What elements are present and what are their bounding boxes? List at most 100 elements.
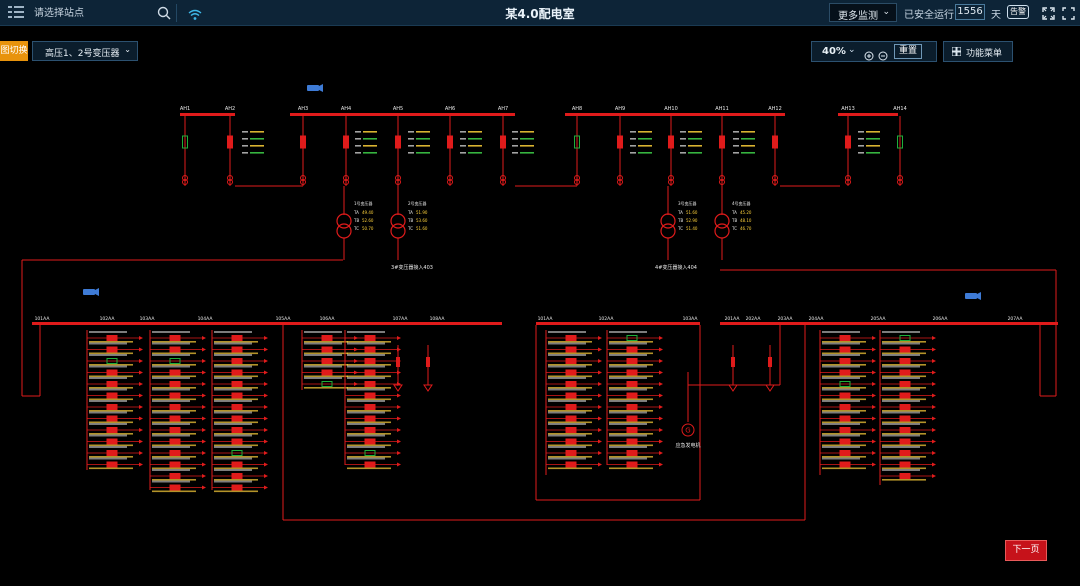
feeder-reading	[304, 352, 348, 355]
feeder-reading	[822, 433, 866, 435]
arrow-icon	[139, 370, 143, 375]
feeder-name	[822, 331, 860, 333]
bus-label-3: 3#变压器接入403	[391, 264, 433, 271]
feeder-breaker	[364, 381, 376, 387]
fullscreen-icon[interactable]	[1062, 5, 1075, 20]
feeder-breaker	[364, 415, 376, 422]
chevron-down-icon[interactable]: ⌄	[848, 45, 856, 55]
top-cabinet-label: AH10	[664, 106, 678, 112]
generator-symbol[interactable]: G	[681, 423, 695, 437]
arrow-icon	[202, 370, 206, 375]
feeder-reading	[882, 456, 926, 458]
arrow-icon	[397, 451, 401, 455]
feeder-breaker	[231, 358, 243, 364]
feeder-name	[609, 423, 647, 425]
reading-value	[468, 152, 482, 154]
feeder-breaker	[565, 358, 577, 364]
reading-label	[355, 138, 361, 140]
feeder-name	[152, 457, 190, 460]
view-switch-button[interactable]: 图切换	[0, 41, 28, 61]
feeder-name	[214, 400, 252, 402]
arrow-icon	[202, 474, 206, 478]
feeder-breaker	[626, 404, 638, 410]
ct-symbol	[845, 175, 851, 181]
feeder-reading	[548, 352, 592, 355]
feeder-breaker	[321, 358, 333, 364]
menu-icon[interactable]	[8, 5, 24, 19]
ct-symbol	[182, 179, 188, 185]
feeder-reading	[822, 352, 866, 355]
feeder-breaker	[565, 381, 577, 387]
arrow-icon	[932, 462, 936, 467]
hv-busbar-left	[180, 113, 235, 116]
reading-label	[242, 145, 248, 147]
menu-grid-icon	[951, 46, 962, 57]
reading-label	[408, 138, 414, 140]
feeder-name	[347, 377, 385, 379]
load-breaker	[426, 357, 430, 367]
feeder-breaker	[626, 427, 638, 433]
feeder-reading	[822, 421, 866, 424]
feeder-name	[822, 446, 860, 448]
ct-symbol	[182, 175, 188, 181]
feeder-breaker	[364, 427, 376, 433]
feeder-name	[822, 411, 860, 414]
expand-icon[interactable]	[1042, 5, 1055, 20]
feeder-name	[89, 377, 127, 379]
transformer-tb-label: TB	[353, 218, 359, 223]
feeder-name	[152, 400, 190, 402]
next-page-button[interactable]: 下一页	[1005, 540, 1047, 561]
arrow-icon	[932, 405, 936, 409]
site-search-input[interactable]	[34, 5, 156, 21]
lv-busbar-1	[32, 322, 502, 325]
svg-text:G: G	[685, 427, 690, 435]
ct-symbol	[300, 179, 306, 185]
feeder-breaker	[364, 404, 376, 410]
feeder-reading	[214, 456, 258, 458]
search-icon[interactable]	[157, 5, 171, 20]
feeder-name	[89, 331, 127, 333]
feeder-reading	[152, 444, 196, 447]
transformer-tb-label: TB	[677, 218, 683, 223]
reading-label	[512, 145, 518, 147]
alarm-button[interactable]: 告警	[1007, 5, 1029, 19]
zoom-out-icon[interactable]	[878, 47, 889, 61]
ct-symbol	[617, 175, 623, 181]
transformer-winding	[336, 223, 352, 239]
feeder-reading	[882, 387, 926, 389]
arrow-icon	[202, 359, 206, 363]
feeder-breaker	[839, 438, 851, 445]
lv-cabinet-label: 207AA	[1008, 316, 1024, 322]
arrow-icon	[397, 405, 401, 409]
feeder-name	[548, 446, 586, 448]
reading-value	[741, 152, 755, 154]
feeder-breaker	[626, 415, 638, 422]
feeder-breaker	[364, 438, 376, 445]
load-breaker	[396, 357, 400, 367]
transformer-tb-value: 53.60	[416, 218, 428, 223]
zoom-level[interactable]: 40%	[822, 46, 846, 57]
feeder-breaker	[565, 438, 577, 445]
zoom-in-icon[interactable]	[864, 47, 875, 61]
transformer-tb-label: TB	[731, 218, 737, 223]
feeder-name	[152, 411, 190, 414]
feeder-name	[882, 457, 920, 460]
arrow-icon	[872, 416, 876, 421]
function-menu-button[interactable]: 功能菜单	[943, 41, 1013, 62]
reset-button[interactable]: 重置	[894, 44, 922, 59]
feeder-breaker	[626, 358, 638, 364]
feeder-reading	[882, 341, 926, 343]
feeder-name	[548, 342, 586, 345]
feeder-name	[304, 331, 342, 333]
breaker-switch	[845, 135, 851, 149]
reading-label	[858, 145, 864, 147]
lv-cabinet-label: 108AA	[430, 316, 446, 322]
reading-label	[733, 138, 739, 140]
feeder-name	[609, 365, 647, 368]
arrow-icon	[659, 347, 663, 352]
arrow-icon	[659, 382, 663, 386]
more-monitor-dropdown[interactable]: 更多监测 ⌄	[829, 3, 897, 22]
transformer-name: 2号变压器	[408, 200, 427, 206]
transformer-select[interactable]: 高压1、2号变压器 ⌄	[32, 41, 138, 61]
